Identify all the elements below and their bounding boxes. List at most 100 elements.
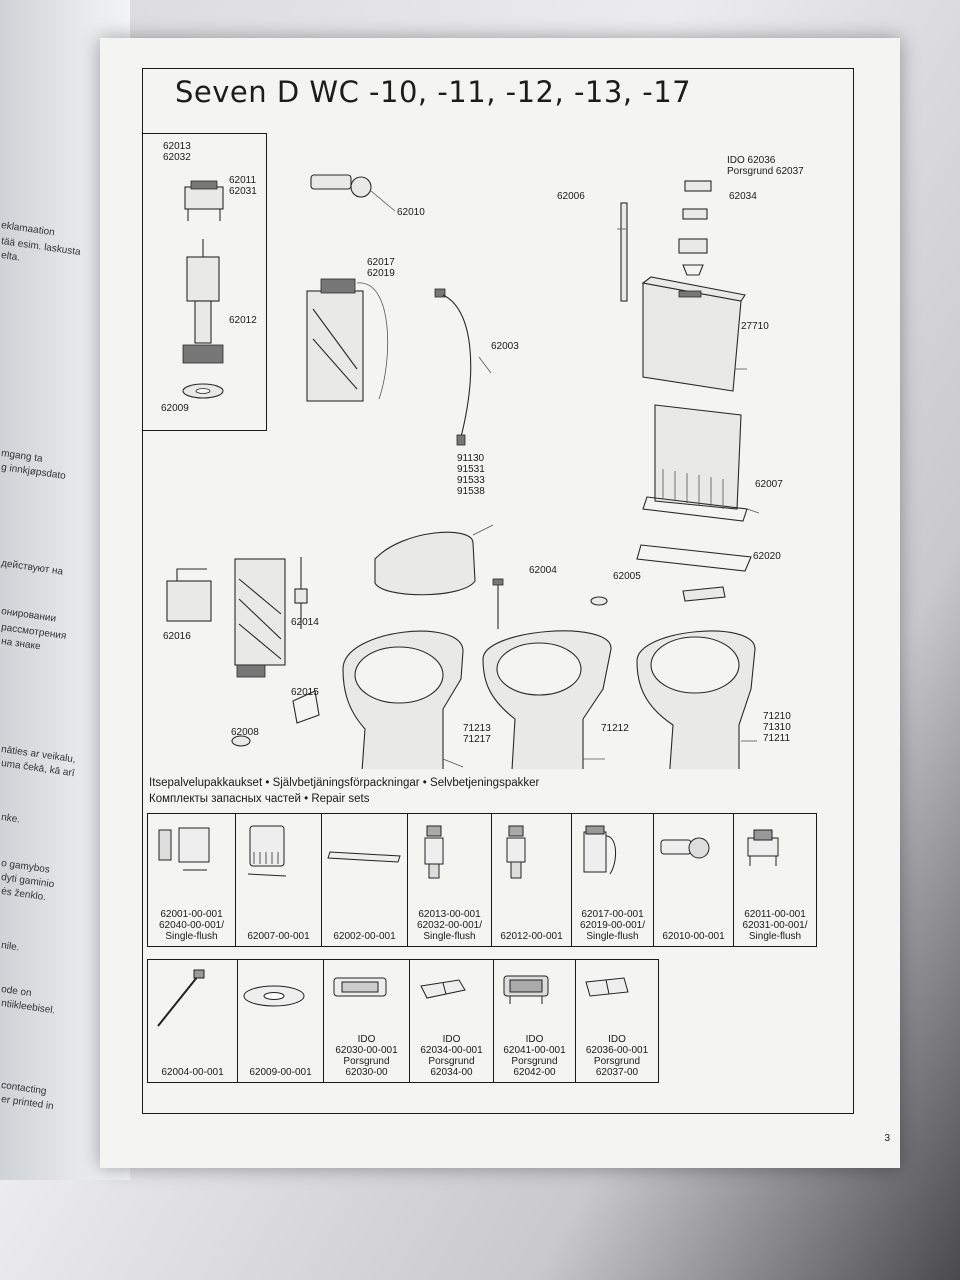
repair-set-cell: 62010-00-001 xyxy=(654,814,734,946)
left-page-text-line: elta. xyxy=(0,250,21,264)
left-page-text-line: действуют на xyxy=(0,558,64,578)
part-label: 62007 xyxy=(755,479,783,490)
left-page-text-line: онировании xyxy=(0,606,57,625)
fixing-screw-icon xyxy=(154,968,232,1034)
inlet-valve-icon xyxy=(655,822,733,888)
toilet-bowl-drawing-1 xyxy=(342,630,464,769)
repair-set-code: 62007-00-001 xyxy=(247,931,310,942)
repair-set-cell: 62013-00-001 62032-00-001/ Single-flush xyxy=(408,814,492,946)
button-drawing-1 xyxy=(684,180,712,192)
flush-valve-icon xyxy=(411,822,489,888)
toilet-bowl-drawing-3 xyxy=(636,630,757,769)
seal-ring-icon xyxy=(242,968,320,1034)
toilet-bowl-drawing-2 xyxy=(482,630,612,769)
repair-set-code: IDO 62030-00-001 Porsgrund 62030-00 xyxy=(335,1034,398,1078)
part-label: IDO 62036 Porsgrund 62037 xyxy=(727,155,804,177)
repair-set-cell: 62011-00-001 62031-00-001/ Single-flush xyxy=(734,814,816,946)
repair-set-cell: 62017-00-001 62019-00-001/ Single-flush xyxy=(572,814,654,946)
repair-set-cell: 62001-00-001 62040-00-001/ Single-flush xyxy=(148,814,236,946)
repair-set-cell: 62012-00-001 xyxy=(492,814,572,946)
repair-set-code: 62017-00-001 62019-00-001/ Single-flush xyxy=(579,909,646,942)
flush-valve-drawing xyxy=(182,239,224,364)
part-label: 62016 xyxy=(163,631,191,642)
repair-set-cell: IDO 62036-00-001 Porsgrund 62037-00 xyxy=(576,960,658,1082)
repair-set-cell: IDO 62030-00-001 Porsgrund 62030-00 xyxy=(324,960,410,1082)
part-label: 27710 xyxy=(741,321,769,332)
cistern-tank-drawing xyxy=(636,404,760,572)
left-page-text-line: ės ženklo. xyxy=(0,886,47,904)
part-label: 62011 62031 xyxy=(229,175,257,197)
part-label: 62008 xyxy=(231,727,259,738)
part-label: 62010 xyxy=(397,207,425,218)
part-label: 62009 xyxy=(161,403,189,414)
part-label: 62013 62032 xyxy=(163,141,191,163)
repair-set-cell: IDO 62034-00-001 Porsgrund 62034-00 xyxy=(410,960,494,1082)
hose-drawing xyxy=(434,288,492,446)
repair-set-cell: 62004-00-001 xyxy=(148,960,238,1082)
float-cup-drawing xyxy=(166,580,212,622)
repair-set-code: IDO 62034-00-001 Porsgrund 62034-00 xyxy=(420,1034,483,1078)
left-page-text-line: er printed in xyxy=(0,1094,55,1113)
inlet-valve-drawing xyxy=(310,174,396,212)
part-label: 62034 xyxy=(729,191,757,202)
button-cap-icon xyxy=(578,968,656,1034)
part-label: 62015 xyxy=(291,687,319,698)
part-label: 91130 91531 91533 91538 xyxy=(457,453,485,497)
part-label: 62003 xyxy=(491,341,519,352)
fill-valve-icon xyxy=(574,822,652,888)
flush-valve-body-drawing xyxy=(234,558,286,678)
repair-set-row-2: 62004-00-001 62009-00-001 IDO 62030-00-001… xyxy=(147,959,659,1083)
left-page-text-line: nile. xyxy=(0,940,21,954)
repair-set-row-1: 62001-00-001 62040-00-001/ Single-flush 6… xyxy=(147,813,817,947)
part-label: 62004 xyxy=(529,565,557,576)
button-pad-icon xyxy=(413,968,491,1034)
seat-lid-drawing xyxy=(374,531,476,596)
part-label: 62020 xyxy=(753,551,781,562)
part-label: 62012 xyxy=(229,315,257,326)
repair-set-code: 62010-00-001 xyxy=(662,931,725,942)
repair-set-code: 62011-00-001 62031-00-001/ Single-flush xyxy=(742,909,808,942)
repair-set-cell: 62009-00-001 xyxy=(238,960,324,1082)
repair-set-code: 62009-00-001 xyxy=(249,1067,312,1078)
flush-valve-cistern-kit-icon xyxy=(153,822,231,888)
left-page-text-line: на знаке xyxy=(0,636,42,653)
page-frame: Seven D WC -10, -11, -12, -13, -17 xyxy=(142,68,854,1114)
part-label: 62017 62019 xyxy=(367,257,395,279)
page-number: 3 xyxy=(884,1133,890,1144)
clip-drawing xyxy=(292,690,320,724)
repair-set-cell: IDO 62041-00-001 Porsgrund 62042-00 xyxy=(494,960,576,1082)
repair-set-cell: 62002-00-001 xyxy=(322,814,408,946)
repair-sets-heading-line1: Itsepalvelupakkaukset • Självbetjäningsf… xyxy=(149,777,540,789)
bracket-bar-icon xyxy=(326,822,404,888)
repair-set-code: IDO 62036-00-001 Porsgrund 62037-00 xyxy=(585,1034,649,1078)
repair-set-code: 62012-00-001 xyxy=(500,931,563,942)
part-label: 62014 xyxy=(291,617,319,628)
left-page-text-line: ntiikleebisel. xyxy=(0,998,56,1017)
part-label: 71212 xyxy=(601,723,629,734)
repair-set-code: 62001-00-001 62040-00-001/ Single-flush xyxy=(158,909,225,942)
o-ring-drawing xyxy=(231,735,251,747)
button-frame-icon xyxy=(496,968,574,1034)
repair-set-cell: 62007-00-001 xyxy=(236,814,322,946)
flush-valve-body-icon xyxy=(493,822,571,888)
overflow-tube-drawing xyxy=(617,202,628,302)
page-title: Seven D WC -10, -11, -12, -13, -17 xyxy=(175,75,692,109)
valve-head-drawing xyxy=(184,180,224,221)
manual-page: Seven D WC -10, -11, -12, -13, -17 xyxy=(100,38,900,1168)
fill-valve-drawing xyxy=(306,278,389,402)
flush-valve-inset xyxy=(143,133,267,431)
left-page-text-line: ode on xyxy=(0,984,33,1000)
repair-set-code: IDO 62041-00-001 Porsgrund 62042-00 xyxy=(503,1034,566,1078)
push-button-icon xyxy=(328,968,406,1034)
cistern-lid-drawing xyxy=(641,276,747,392)
part-label: 62006 xyxy=(557,191,585,202)
button-drawing-2 xyxy=(682,208,708,220)
repair-sets-heading-line2: Комплекты запасных частей • Repair sets xyxy=(149,793,370,805)
repair-set-code: 62013-00-001 62032-00-001/ Single-flush xyxy=(416,909,483,942)
valve-head-icon xyxy=(736,822,814,888)
left-page-text-line: eklamaation xyxy=(0,220,56,239)
part-label: 71213 71217 xyxy=(463,723,491,745)
exploded-parts-diagram xyxy=(166,174,760,769)
repair-set-code: 62004-00-001 xyxy=(161,1067,224,1078)
left-page-text-line: g innkjøpsdato xyxy=(0,462,67,482)
